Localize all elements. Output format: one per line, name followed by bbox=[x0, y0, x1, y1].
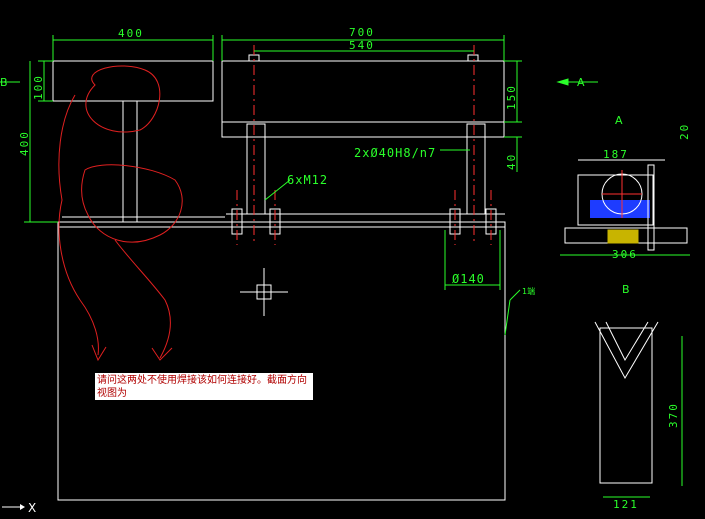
dim-top-total-width: 700 bbox=[349, 26, 375, 39]
dim-top-left-width: 400 bbox=[118, 27, 144, 40]
detail-b bbox=[594, 321, 683, 498]
dim-detail-a-width: 187 bbox=[603, 148, 629, 161]
label-view-b: B bbox=[622, 283, 630, 296]
main-plate bbox=[57, 221, 506, 501]
left-frame bbox=[52, 60, 225, 223]
label-small: 1端 bbox=[522, 286, 535, 296]
crosshair-cursor[interactable] bbox=[240, 268, 288, 316]
dim-detail-b-width: 121 bbox=[613, 498, 639, 511]
dim-pin-dia: Ø140 bbox=[452, 272, 485, 286]
dim-right-h2: 40 bbox=[505, 153, 518, 170]
markup-sketch bbox=[58, 65, 183, 362]
dim-bolt-spec: 6xM12 bbox=[287, 173, 328, 187]
bolts bbox=[231, 54, 497, 235]
center-lines bbox=[236, 45, 492, 245]
label-section-a-arrow: A bbox=[577, 76, 585, 89]
axis-indicator: X bbox=[2, 501, 36, 515]
axis-x-label: X bbox=[28, 501, 36, 515]
dim-detail-b-height: 370 bbox=[667, 402, 680, 428]
dimension-lines bbox=[0, 35, 598, 336]
label-view-a: A bbox=[615, 114, 623, 127]
dim-left-block-height: 100 bbox=[32, 74, 45, 100]
dim-right-h1: 150 bbox=[505, 84, 518, 110]
dim-right-h3: 20 bbox=[678, 123, 691, 140]
dim-top-inner-width: 540 bbox=[349, 39, 375, 52]
dim-pin-spec: 2xØ40H8/n7 bbox=[354, 146, 436, 160]
right-beam bbox=[221, 60, 505, 215]
detail-a bbox=[560, 159, 690, 256]
label-b-left: B bbox=[0, 76, 8, 89]
dim-left-total-height: 400 bbox=[18, 130, 31, 156]
annotation-note: 请问这两处不使用焊接该如何连接好。截面方向视图为 bbox=[95, 373, 313, 400]
